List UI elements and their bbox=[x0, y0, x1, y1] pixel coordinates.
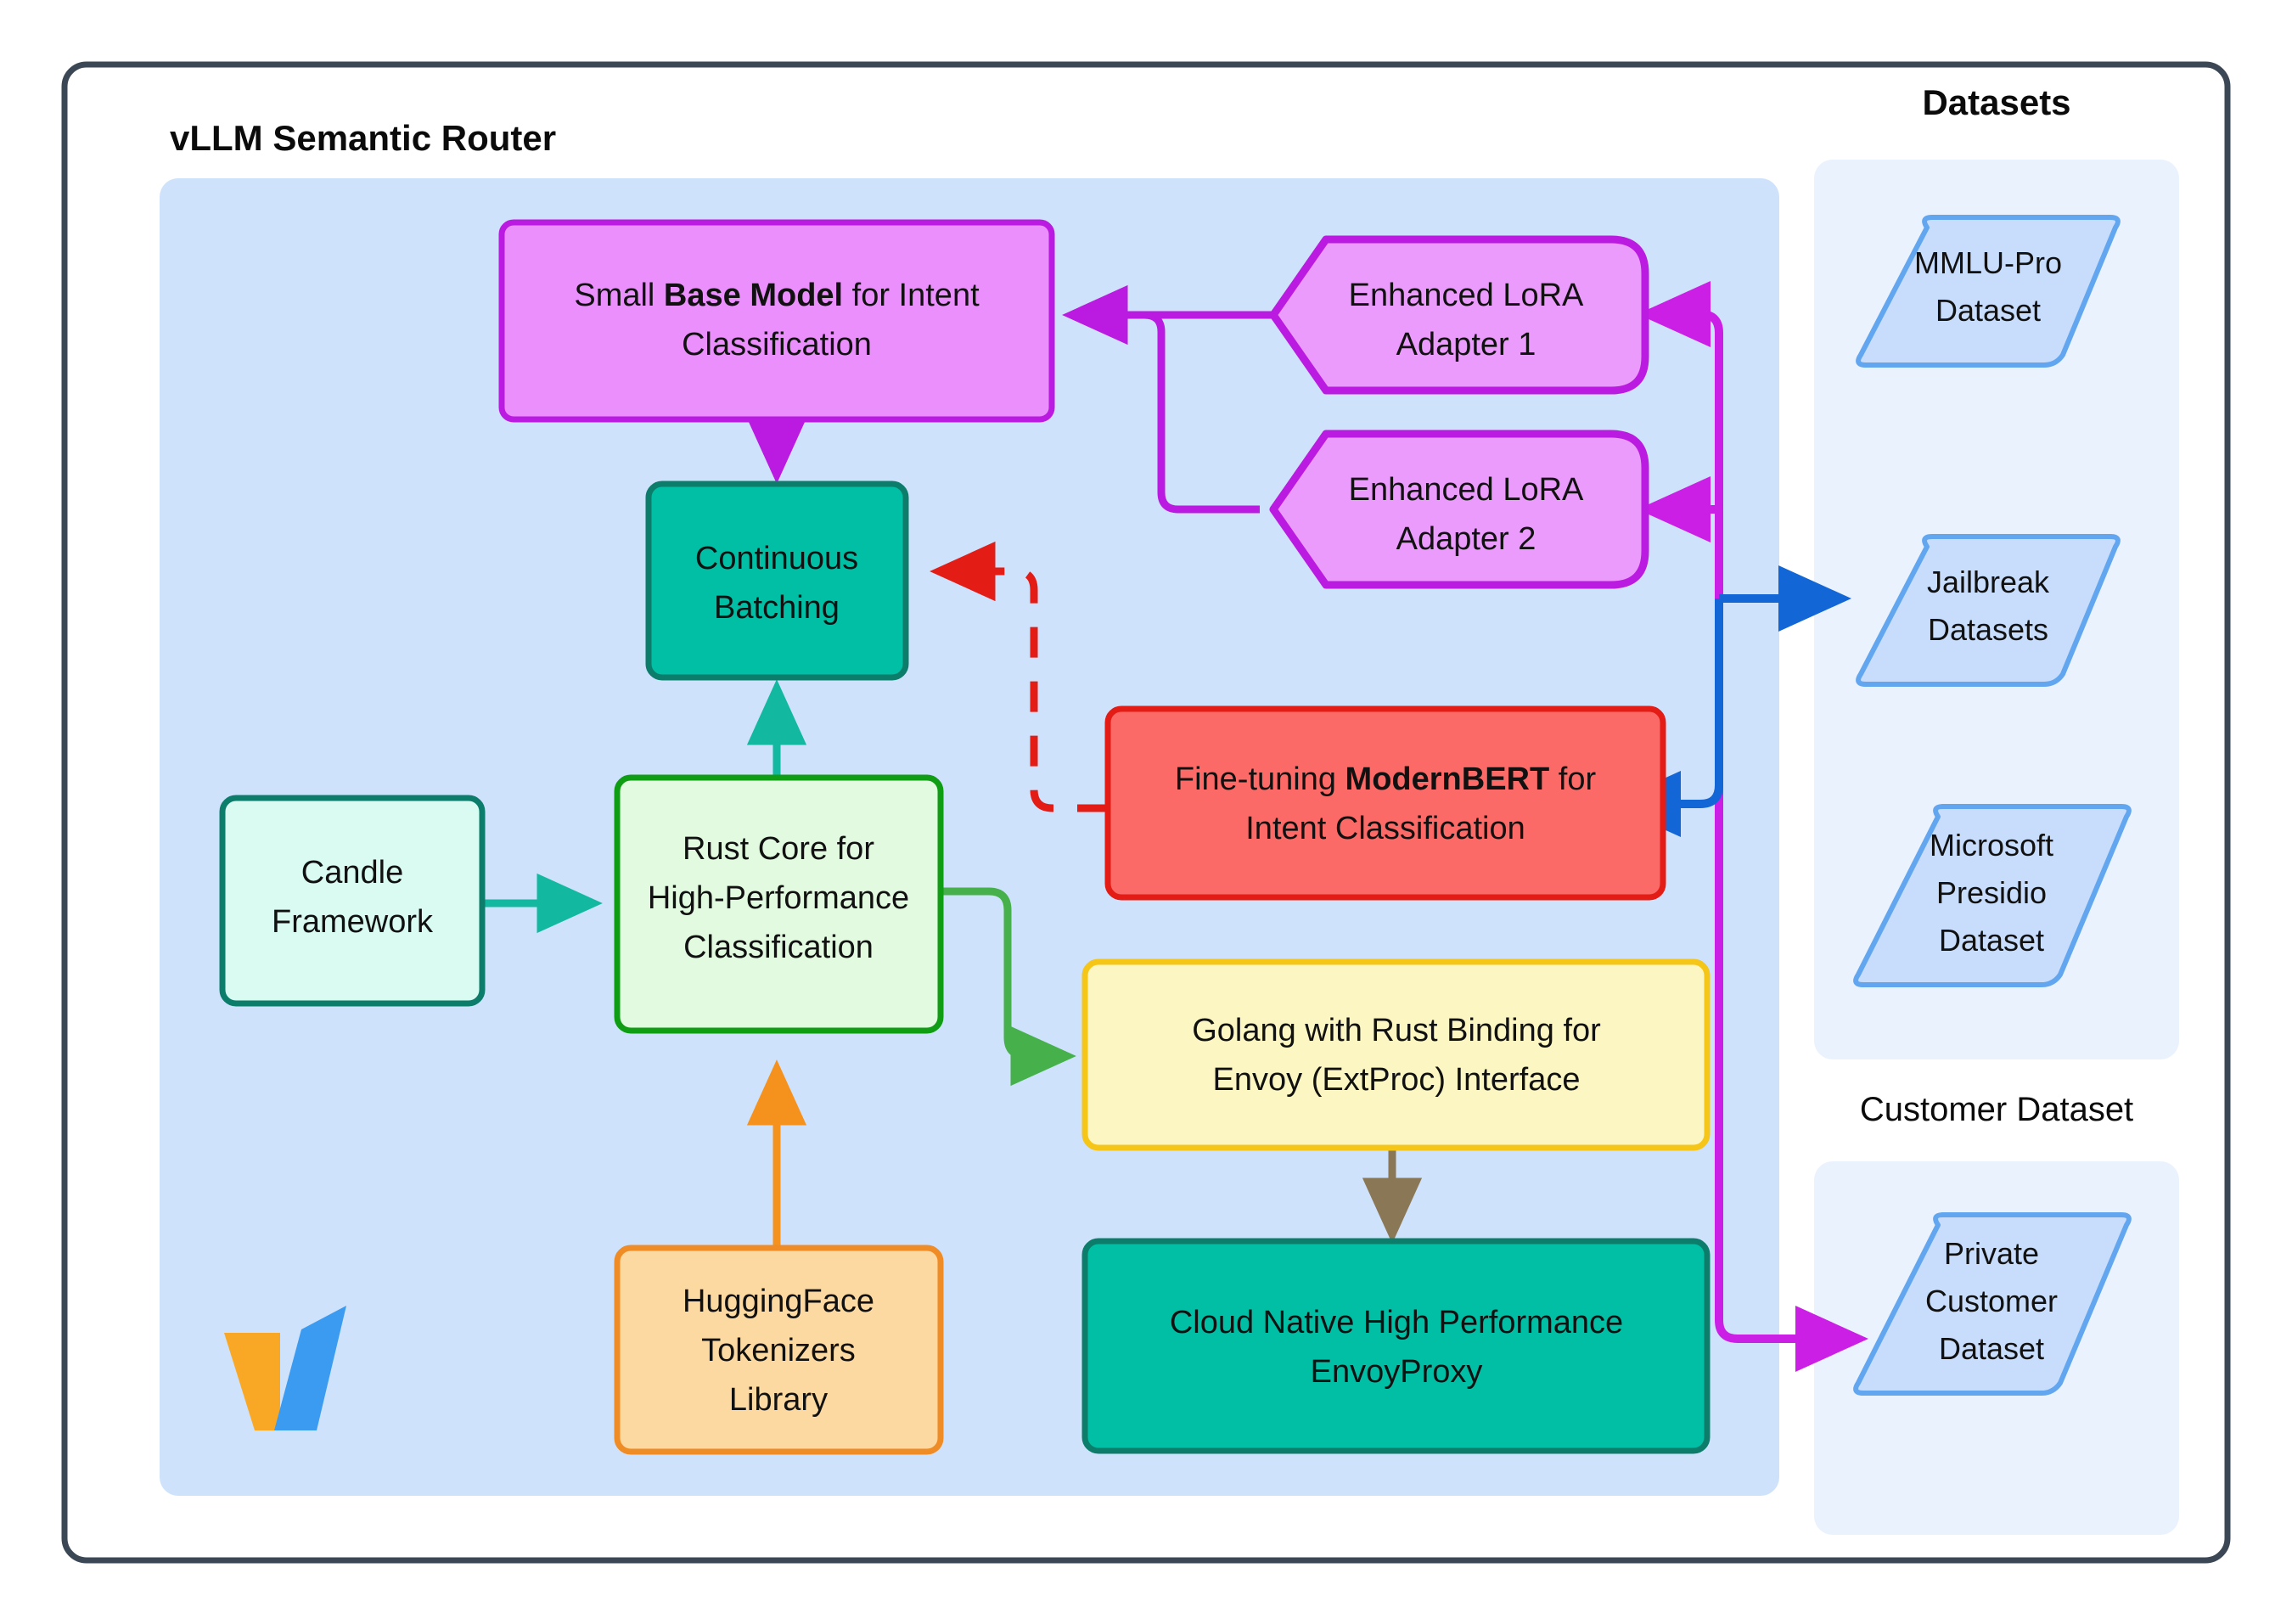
jailbreak-shape[interactable] bbox=[1856, 534, 2121, 687]
private-customer-line1: Private bbox=[1944, 1236, 2039, 1271]
node-candle-framework[interactable]: Candle Framework bbox=[219, 795, 486, 1007]
modernbert-text-post: for bbox=[1549, 761, 1596, 797]
mmlu-pro-line1: MMLU-Pro bbox=[1914, 245, 2062, 280]
lora-adapter-2-shape[interactable] bbox=[1269, 430, 1649, 589]
edge-modernbert-to-continuous-batching bbox=[930, 541, 1108, 812]
private-customer-line2: Customer bbox=[1925, 1284, 2058, 1318]
modernbert-line2: Intent Classification bbox=[1245, 811, 1525, 846]
envoyproxy-shape[interactable] bbox=[1081, 1238, 1711, 1454]
node-private-customer-dataset[interactable]: Private Customer Dataset bbox=[1853, 1212, 2132, 1396]
customer-group-title: Customer Dataset bbox=[1860, 1091, 2133, 1128]
golang-envoy-line2: Envoy (ExtProc) Interface bbox=[1213, 1062, 1581, 1098]
node-fine-tuning-modernbert[interactable]: Fine-tuning ModernBERT for Intent Classi… bbox=[1104, 705, 1666, 901]
envoyproxy-line1: Cloud Native High Performance bbox=[1170, 1305, 1623, 1340]
presidio-line2: Presidio bbox=[1936, 875, 2047, 910]
edge-trunk-to-private-customer-dataset bbox=[1715, 475, 1868, 1372]
base-model-text-post: for Intent bbox=[843, 278, 980, 313]
node-cloud-native-envoyproxy[interactable]: Cloud Native High Performance EnvoyProxy bbox=[1081, 1238, 1711, 1454]
golang-envoy-line1: Golang with Rust Binding for bbox=[1192, 1013, 1601, 1048]
huggingface-tokenizers-shape[interactable] bbox=[614, 1245, 944, 1455]
base-model-text-bold: Base Model bbox=[664, 278, 843, 313]
continuous-batching-line1: Continuous bbox=[695, 541, 858, 576]
rust-core-line1: Rust Core for bbox=[683, 831, 874, 867]
vllm-logo-orange-icon bbox=[224, 1333, 280, 1430]
base-model-text-pre: Small bbox=[574, 278, 664, 313]
small-base-model-line2: Classification bbox=[682, 327, 872, 362]
node-continuous-batching[interactable]: Continuous Batching bbox=[645, 480, 909, 681]
modernbert-text-bold: ModernBERT bbox=[1345, 761, 1550, 797]
presidio-shape[interactable] bbox=[1853, 804, 2132, 987]
node-golang-rust-binding-envoy[interactable]: Golang with Rust Binding for Envoy (ExtP… bbox=[1081, 958, 1711, 1151]
node-microsoft-presidio-dataset[interactable]: Microsoft Presidio Dataset bbox=[1853, 804, 2132, 987]
private-customer-shape[interactable] bbox=[1853, 1212, 2132, 1396]
candle-framework-shape[interactable] bbox=[219, 795, 486, 1007]
mmlu-pro-shape[interactable] bbox=[1856, 215, 2121, 368]
lora-adapter-2-line1: Enhanced LoRA bbox=[1349, 472, 1584, 508]
huggingface-line1: HuggingFace bbox=[683, 1284, 874, 1319]
router-group-title: vLLM Semantic Router bbox=[170, 118, 556, 158]
continuous-batching-shape[interactable] bbox=[645, 480, 909, 681]
edge-rust-core-to-golang-envoy bbox=[941, 887, 1076, 1087]
rust-core-line3: Classification bbox=[683, 930, 874, 965]
node-mmlu-pro-dataset[interactable]: MMLU-Pro Dataset bbox=[1856, 215, 2121, 368]
modernbert-shape[interactable] bbox=[1104, 705, 1666, 901]
vllm-logo-blue-icon bbox=[274, 1306, 346, 1430]
small-base-model-line1: Small Base Model for Intent bbox=[574, 278, 980, 313]
envoyproxy-line2: EnvoyProxy bbox=[1311, 1354, 1483, 1390]
lora-adapter-2-line2: Adapter 2 bbox=[1396, 521, 1536, 557]
node-enhanced-lora-adapter-1[interactable]: Enhanced LoRA Adapter 1 bbox=[1269, 235, 1649, 395]
node-enhanced-lora-adapter-2[interactable]: Enhanced LoRA Adapter 2 bbox=[1269, 430, 1649, 589]
candle-framework-line1: Candle bbox=[301, 855, 403, 891]
rust-core-shape[interactable] bbox=[614, 774, 944, 1034]
jailbreak-line2: Datasets bbox=[1928, 612, 2048, 647]
edge-lora2-to-base-model bbox=[1087, 311, 1260, 514]
rust-core-line2: High-Performance bbox=[648, 880, 909, 916]
huggingface-line3: Library bbox=[729, 1382, 828, 1418]
datasets-group-title: Datasets bbox=[1922, 82, 2070, 122]
mmlu-pro-line2: Dataset bbox=[1935, 293, 2041, 328]
edge-datasets-to-modernbert bbox=[1608, 598, 1723, 837]
modernbert-line1: Fine-tuning ModernBERT for bbox=[1175, 761, 1597, 797]
edge-trunk-to-lora1 bbox=[1638, 281, 1723, 802]
small-base-model-shape[interactable] bbox=[498, 219, 1055, 423]
lora-adapter-1-shape[interactable] bbox=[1269, 235, 1649, 395]
presidio-line3: Dataset bbox=[1939, 923, 2044, 958]
jailbreak-line1: Jailbreak bbox=[1927, 565, 2050, 599]
vllm-logo bbox=[224, 1306, 346, 1430]
lora-adapter-1-line2: Adapter 1 bbox=[1396, 327, 1536, 362]
node-rust-core[interactable]: Rust Core for High-Performance Classific… bbox=[614, 774, 944, 1034]
private-customer-line3: Dataset bbox=[1939, 1331, 2044, 1366]
presidio-line1: Microsoft bbox=[1930, 828, 2053, 863]
node-small-base-model[interactable]: Small Base Model for Intent Classificati… bbox=[498, 219, 1055, 423]
modernbert-text-pre: Fine-tuning bbox=[1175, 761, 1345, 797]
node-huggingface-tokenizers-library[interactable]: HuggingFace Tokenizers Library bbox=[614, 1245, 944, 1455]
candle-framework-line2: Framework bbox=[272, 904, 434, 940]
huggingface-line2: Tokenizers bbox=[701, 1333, 856, 1368]
node-jailbreak-datasets[interactable]: Jailbreak Datasets bbox=[1856, 534, 2121, 687]
golang-envoy-shape[interactable] bbox=[1081, 958, 1711, 1151]
lora-adapter-1-line1: Enhanced LoRA bbox=[1349, 278, 1584, 313]
continuous-batching-line2: Batching bbox=[714, 590, 840, 626]
